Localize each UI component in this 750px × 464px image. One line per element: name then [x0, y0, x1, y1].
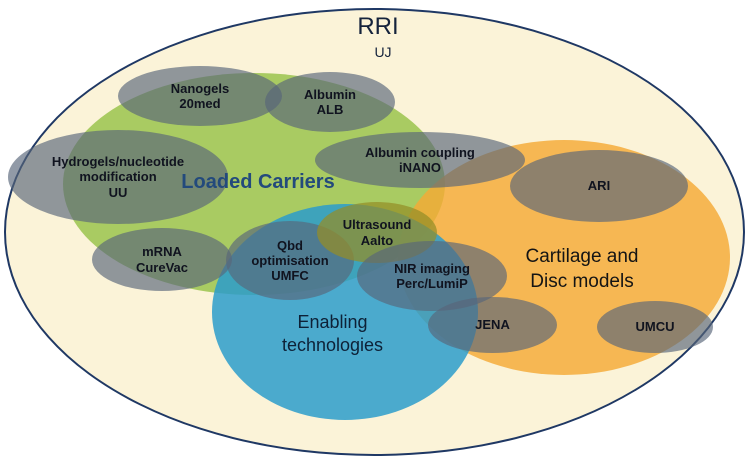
node-jena: JENA [428, 297, 557, 353]
label-enabling-technologies: Enabling technologies [240, 311, 425, 358]
node-label: Qbd [277, 237, 303, 253]
diagram-title: RRI [357, 13, 399, 40]
diagram-subtitle: UJ [374, 44, 392, 60]
node-label: Perc/LumiP [396, 276, 468, 291]
label-loaded-carriers: Loaded Carriers [181, 171, 335, 193]
node-label: Aalto [360, 232, 394, 248]
label-line: Enabling [297, 312, 368, 332]
node-umcu: UMCU [597, 301, 713, 353]
node-label: optimisation [251, 252, 329, 268]
node-nanogels-20med: Nanogels 20med [118, 66, 282, 126]
node-ari: ARI [510, 150, 688, 222]
label-cartilage-disc-models: Cartilage and Disc models [492, 245, 672, 294]
node-label: Ultrasound [342, 217, 412, 233]
node-label: Albumin [304, 86, 356, 102]
node-label: Nanogels [170, 80, 230, 96]
label-line: Cartilage and [525, 246, 639, 267]
node-label: Hydrogels/nucleotide [51, 154, 185, 169]
node-label: Albumin coupling [365, 144, 475, 160]
node-label: ARI [587, 178, 611, 194]
node-label: iNANO [399, 160, 441, 175]
node-mrna-curevac: mRNA CureVac [92, 228, 232, 291]
node-label: UMFC [271, 268, 309, 284]
node-albumin-coupling-inano: Albumin coupling iNANO [315, 132, 525, 188]
node-label: modification [79, 169, 157, 185]
node-label: UMCU [635, 319, 675, 335]
node-label: JENA [475, 317, 510, 333]
node-hydrogels-uu: Hydrogels/nucleotide modification UU [8, 130, 228, 224]
node-label: NIR imaging [394, 260, 470, 276]
node-label: mRNA [142, 244, 182, 260]
node-label: UU [108, 184, 128, 200]
node-albumin-alb: Albumin ALB [265, 72, 395, 132]
node-label: ALB [316, 102, 344, 117]
node-label: CureVac [135, 259, 189, 275]
label-line: Disc models [530, 270, 634, 292]
node-label: 20med [179, 96, 221, 111]
label-line: technologies [281, 335, 384, 356]
